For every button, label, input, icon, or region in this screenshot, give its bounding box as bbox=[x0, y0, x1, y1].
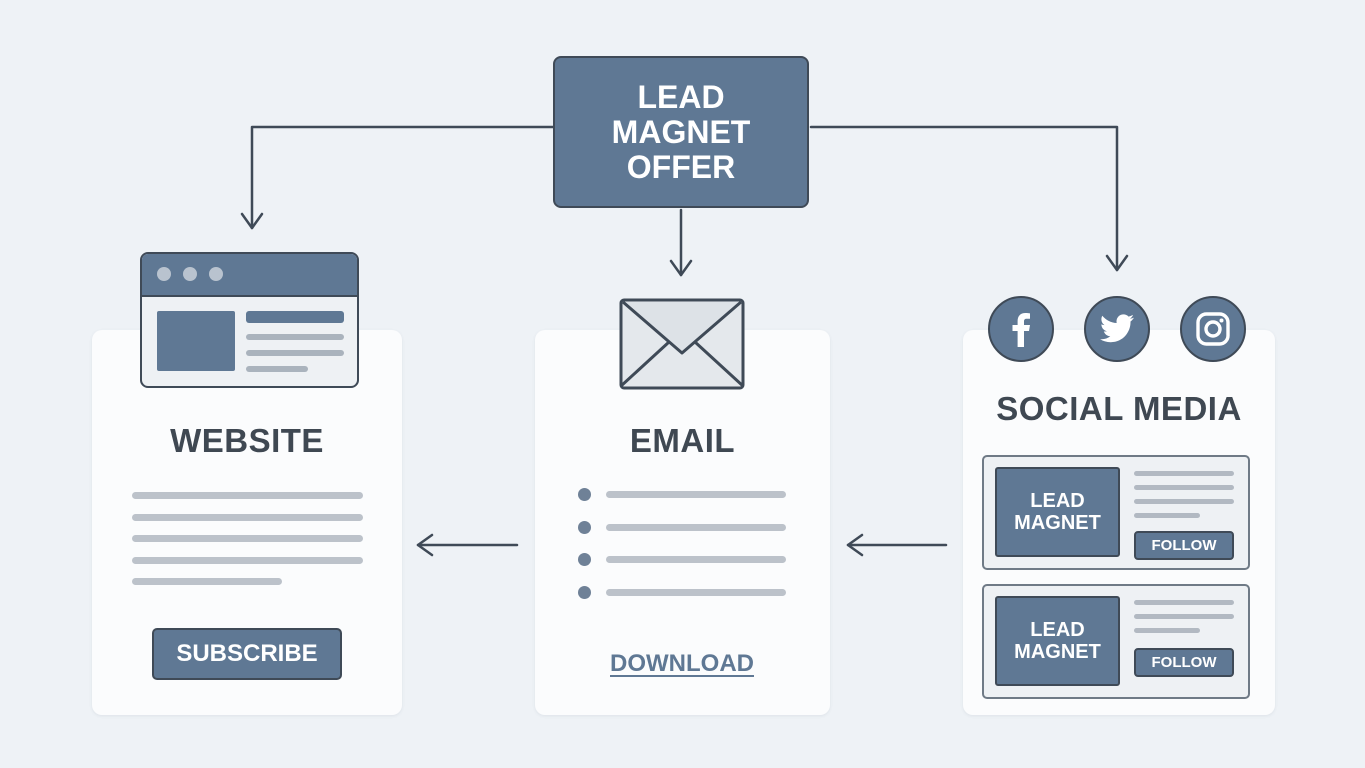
post-text-line bbox=[1134, 614, 1234, 619]
email-bullet bbox=[578, 488, 591, 501]
download-link[interactable]: DOWNLOAD bbox=[610, 650, 754, 677]
browser-text-line bbox=[246, 350, 344, 356]
browser-heading-line bbox=[246, 311, 344, 323]
email-list-line bbox=[606, 556, 786, 563]
post-thumbnail: LEAD MAGNET bbox=[995, 596, 1120, 686]
website-title: WEBSITE bbox=[170, 422, 324, 459]
social-post-card: LEAD MAGNET FOLLOW bbox=[982, 455, 1250, 570]
website-text-line bbox=[132, 557, 363, 564]
facebook-icon[interactable] bbox=[988, 296, 1054, 362]
post-text-line bbox=[1134, 628, 1200, 633]
email-list-line bbox=[606, 491, 786, 498]
website-text-line bbox=[132, 514, 363, 521]
post-thumbnail-label: LEAD MAGNET bbox=[1014, 490, 1101, 534]
website-text-line bbox=[132, 578, 282, 585]
instagram-icon[interactable] bbox=[1180, 296, 1246, 362]
arrowhead-email bbox=[669, 259, 693, 277]
website-text-line bbox=[132, 492, 363, 499]
email-bullet bbox=[578, 586, 591, 599]
social-media-title: SOCIAL MEDIA bbox=[996, 390, 1242, 427]
post-text-line bbox=[1134, 513, 1200, 518]
arrowhead-social-to-email bbox=[846, 533, 864, 557]
browser-text-line bbox=[246, 366, 308, 372]
arrowhead-email-to-website bbox=[416, 533, 434, 557]
arrow-hub-to-social bbox=[809, 125, 1119, 272]
email-bullet bbox=[578, 553, 591, 566]
lead-magnet-offer-box: LEAD MAGNET OFFER bbox=[553, 56, 809, 208]
browser-window-icon bbox=[140, 252, 359, 388]
post-text-line bbox=[1134, 600, 1234, 605]
subscribe-button[interactable]: SUBSCRIBE bbox=[152, 628, 342, 680]
browser-dot bbox=[183, 267, 197, 281]
email-bullet bbox=[578, 521, 591, 534]
arrow-hub-to-website bbox=[250, 125, 555, 230]
arrowhead-website bbox=[240, 212, 264, 230]
email-list-line bbox=[606, 589, 786, 596]
post-thumbnail: LEAD MAGNET bbox=[995, 467, 1120, 557]
post-text-line bbox=[1134, 471, 1234, 476]
email-title: EMAIL bbox=[629, 422, 736, 459]
envelope-icon bbox=[619, 298, 745, 390]
follow-button[interactable]: FOLLOW bbox=[1134, 531, 1234, 560]
post-text-line bbox=[1134, 485, 1234, 490]
browser-dot bbox=[209, 267, 223, 281]
browser-dot bbox=[157, 267, 171, 281]
website-text-line bbox=[132, 535, 363, 542]
social-post-card: LEAD MAGNET FOLLOW bbox=[982, 584, 1250, 699]
email-list-line bbox=[606, 524, 786, 531]
arrowhead-social bbox=[1105, 254, 1129, 272]
browser-image-block bbox=[157, 311, 235, 371]
browser-text-line bbox=[246, 334, 344, 340]
lead-magnet-offer-label: LEAD MAGNET OFFER bbox=[611, 78, 751, 185]
post-text-line bbox=[1134, 499, 1234, 504]
post-thumbnail-label: LEAD MAGNET bbox=[1014, 619, 1101, 663]
follow-button[interactable]: FOLLOW bbox=[1134, 648, 1234, 677]
twitter-icon[interactable] bbox=[1084, 296, 1150, 362]
browser-title-bar bbox=[142, 254, 357, 297]
